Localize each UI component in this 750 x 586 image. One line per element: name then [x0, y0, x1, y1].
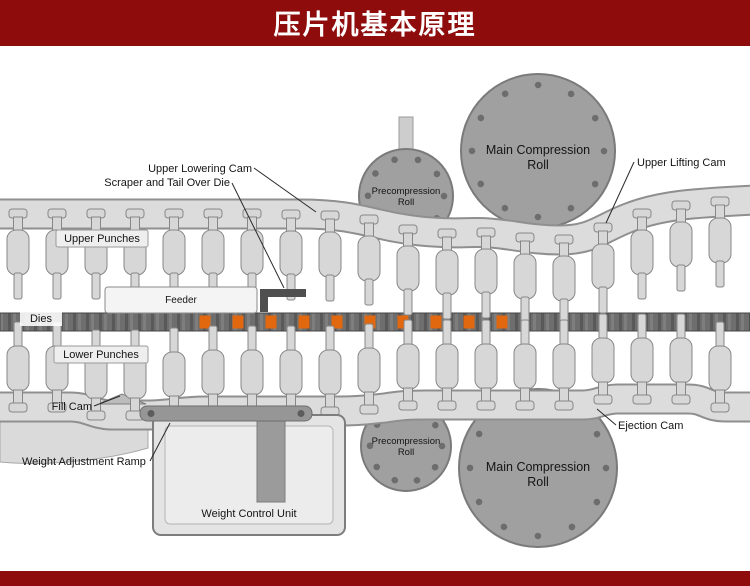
main-compression-roll-top-label-2: Roll	[527, 158, 549, 172]
main-compression-roll-bottom	[458, 388, 618, 548]
label-upper-lowering-cam: Upper Lowering Cam	[148, 163, 252, 175]
weight-control-unit-inner	[164, 425, 334, 525]
label-weight-adjustment-ramp: Weight Adjustment Ramp	[22, 456, 146, 468]
tablet-fill	[232, 315, 244, 329]
leader-line-upper-lifting-cam	[605, 161, 635, 224]
feeder-box	[104, 286, 258, 314]
label-upper-punches: Upper Punches	[64, 233, 140, 245]
tablet-fill	[265, 315, 277, 329]
main-compression-roll-bottom-label-1: Main Compression	[486, 460, 590, 474]
header-bar	[0, 0, 750, 46]
leader-line-fill-cam	[93, 395, 121, 407]
precompression-roll-bottom-label-2: Roll	[398, 447, 414, 458]
scraper-bracket	[260, 289, 306, 312]
weight-adjustment-ramp-bar	[139, 405, 313, 422]
roll-bolt-ring	[364, 154, 448, 238]
label-box-lower-punches	[53, 345, 149, 364]
tablet-fill	[364, 315, 376, 329]
roll-bolt-ring	[468, 81, 608, 221]
footer-bar	[0, 571, 750, 586]
weight-control-unit: Weight Control Unit	[139, 405, 346, 536]
label-lower-punches: Lower Punches	[63, 349, 139, 361]
precompression-roll-top-label-1: Precompression	[372, 186, 441, 197]
label-box-dies	[20, 310, 62, 326]
leader-line-ejection-cam	[596, 408, 617, 426]
tablet-fill	[496, 315, 508, 329]
label-fill-cam: Fill Cam	[52, 401, 92, 413]
precompression-roll-top-label-2: Roll	[398, 197, 414, 208]
ramp-bolt	[147, 410, 155, 417]
weight-control-unit-label: Weight Control Unit	[201, 508, 296, 520]
precompression-roll-bottom-label-1: Precompression	[372, 436, 441, 447]
label-ejection-cam: Ejection Cam	[618, 420, 683, 432]
feeder-label: Feeder	[165, 295, 197, 306]
tablet-fill	[298, 315, 310, 329]
ramp-bolt	[297, 410, 305, 417]
label-dies: Dies	[30, 313, 53, 325]
tablet-fills	[199, 315, 508, 329]
tablet-fill	[199, 315, 211, 329]
page-title: 压片机基本原理	[274, 10, 477, 40]
main-compression-roll-bottom-label-2: Roll	[527, 475, 549, 489]
main-compression-roll-top-label-1: Main Compression	[486, 143, 590, 157]
roll-bolt-ring	[366, 406, 446, 486]
label-upper-lifting-cam: Upper Lifting Cam	[637, 157, 726, 169]
leader-line-scraper	[231, 182, 285, 289]
tablet-fill	[430, 315, 442, 329]
label-box-upper-punches	[55, 229, 149, 248]
rolls-group: Precompression Roll Main Compression Rol…	[358, 73, 618, 548]
label-scraper-and-tail-over-die: Scraper and Tail Over Die	[104, 177, 230, 189]
tablet-fill	[397, 315, 409, 329]
tablet-fill	[463, 315, 475, 329]
wcu-stem	[256, 419, 286, 503]
leader-line-upper-lowering-cam	[253, 167, 317, 213]
tablet-fill	[331, 315, 343, 329]
leader-line-weight-adjustment-ramp	[149, 422, 171, 462]
